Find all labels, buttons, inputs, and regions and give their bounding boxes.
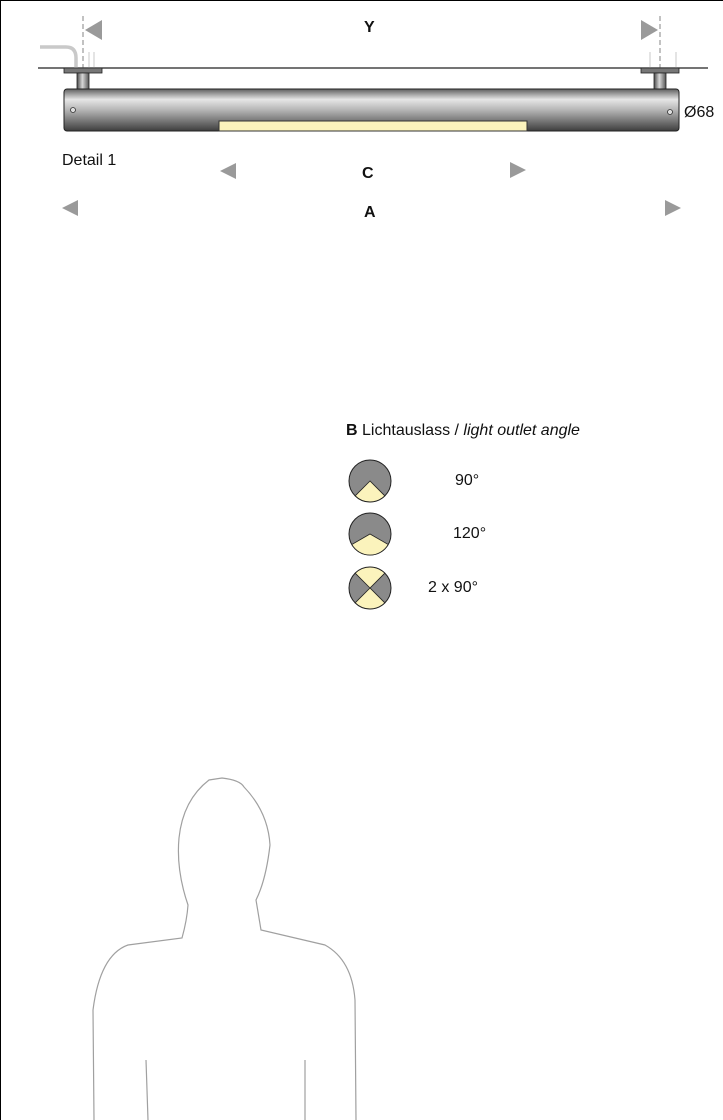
- end-screw-left: [70, 107, 76, 113]
- light-outlet-heading: B Lichtauslass / light outlet angle: [346, 422, 580, 440]
- light-outlet-label-de: Lichtauslass /: [362, 422, 459, 439]
- diameter-label: Ø68: [684, 104, 715, 121]
- outlet-90-icon: [348, 459, 392, 503]
- dim-c-right-arrow: [510, 162, 526, 178]
- light-outlet-strip: [218, 120, 528, 132]
- outlet-120-icon: [348, 512, 392, 556]
- outlet-90-label: 90°: [455, 472, 480, 489]
- person-silhouette-icon: [92, 777, 357, 1120]
- dim-a-label: A: [364, 204, 376, 221]
- left-mount-plate: [63, 67, 103, 74]
- dim-c-left-arrow: [220, 163, 236, 179]
- right-mount-post: [653, 72, 667, 90]
- dim-y-right-arrow: [641, 20, 658, 40]
- dim-a-left-arrow: [62, 200, 78, 216]
- dim-y-left-arrow: [85, 20, 102, 40]
- detail-label: Detail 1: [62, 152, 117, 169]
- right-mount-plate: [640, 67, 680, 74]
- cable-icon: [40, 45, 78, 68]
- outlet-2x90-icon: [348, 566, 392, 610]
- light-outlet-letter: B: [346, 422, 358, 439]
- left-mount-post: [76, 72, 90, 90]
- dim-c-label: C: [362, 165, 374, 182]
- end-screw-right: [667, 109, 673, 115]
- outlet-2x90-label: 2 x 90°: [428, 579, 478, 596]
- outlet-120-label: 120°: [453, 525, 487, 542]
- light-outlet-label-en: light outlet angle: [463, 422, 580, 439]
- dim-y-label: Y: [364, 19, 375, 36]
- dim-a-right-arrow: [665, 200, 681, 216]
